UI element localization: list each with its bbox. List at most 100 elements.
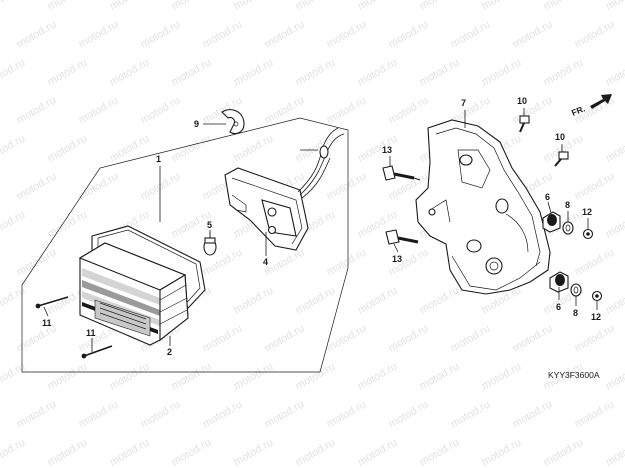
watermark-text: motod.ru <box>449 18 493 50</box>
callouts: 1 2 4 5 9 7 10 10 13 13 6 8 12 6 8 12 11… <box>42 96 601 357</box>
diagram-code: KYY3F3600A <box>548 370 600 380</box>
watermark-text: motod.ru <box>108 132 152 164</box>
watermark-text: motod.ru <box>418 56 462 88</box>
watermark-text: motod.ru <box>418 360 462 392</box>
watermark-text: motod.ru <box>387 94 431 126</box>
callout-4: 4 <box>263 257 268 267</box>
watermark-text: motod.ru <box>46 208 90 240</box>
watermark-text: motod.ru <box>0 56 27 88</box>
watermark-text: motod.ru <box>15 398 59 430</box>
watermark-text: motod.ru <box>480 56 524 88</box>
watermark-text: motod.ru <box>604 56 625 88</box>
watermark-text: motod.ru <box>15 18 59 50</box>
watermark-text: motod.ru <box>46 436 90 468</box>
callout-11-lower: 11 <box>86 328 96 338</box>
watermark-text: motod.ru <box>294 360 338 392</box>
callout-6-upper: 6 <box>545 192 550 202</box>
direction-label: FR. <box>570 103 586 117</box>
watermark-text: motod.ru <box>294 132 338 164</box>
watermark-text: motod.ru <box>325 94 369 126</box>
watermark-text: motod.ru <box>356 0 400 13</box>
watermark-text: motod.ru <box>418 0 462 13</box>
watermark-text: motod.ru <box>77 398 121 430</box>
watermark-text: motod.ru <box>356 132 400 164</box>
screw-11-upper <box>35 296 69 309</box>
watermark-text: motod.ru <box>542 56 586 88</box>
grommet-6-upper <box>542 211 561 233</box>
watermark-text: motod.ru <box>0 208 27 240</box>
watermark-text: motod.ru <box>604 208 625 240</box>
watermark-text: motod.ru <box>294 284 338 316</box>
watermark-text: motod.ru <box>15 94 59 126</box>
callout-10-lower: 10 <box>555 132 565 142</box>
watermark-text: motod.ru <box>232 436 276 468</box>
watermark-text: motod.ru <box>15 322 59 354</box>
watermark-text: motod.ru <box>170 132 214 164</box>
nut-12-lower <box>591 290 603 302</box>
bolt-13-upper <box>382 165 421 181</box>
watermark-text: motod.ru <box>356 436 400 468</box>
watermark-text: motod.ru <box>325 18 369 50</box>
watermark-text: motod.ru <box>15 170 59 202</box>
watermark-text: motod.ru <box>480 436 524 468</box>
watermark-text: motod.ru <box>232 0 276 13</box>
callout-8-upper: 8 <box>565 200 570 210</box>
watermark-text: motod.ru <box>232 56 276 88</box>
bolt-13-lower <box>385 229 419 245</box>
watermark-text: motod.ru <box>77 170 121 202</box>
watermark-text: motod.ru <box>263 18 307 50</box>
watermark-text: motod.ru <box>604 0 625 13</box>
watermark-text: motod.ru <box>294 0 338 13</box>
watermark-text: motod.ru <box>325 170 369 202</box>
socket-housing-4 <box>224 127 345 251</box>
arrow-right-icon <box>590 94 612 109</box>
watermark-text: motod.ru <box>480 0 524 13</box>
watermark-text: motod.ru <box>15 246 59 278</box>
watermark-text: motod.ru <box>108 360 152 392</box>
screw-11-lower <box>81 345 113 359</box>
watermark-text: motod.ru <box>46 0 90 13</box>
collar-8-upper <box>562 221 574 235</box>
watermark-text: motod.ru <box>46 56 90 88</box>
watermark-text: motod.ru <box>387 398 431 430</box>
watermark-text: motod.ru <box>77 94 121 126</box>
watermark-text: motod.ru <box>201 18 245 50</box>
watermark-text: motod.ru <box>0 132 27 164</box>
bolt-10-lower <box>554 151 569 167</box>
watermark-text: motod.ru <box>139 94 183 126</box>
watermark-text: motod.ru <box>356 284 400 316</box>
watermark-text: motod.ru <box>108 436 152 468</box>
watermark-text: motod.ru <box>0 284 27 316</box>
watermark-text: motod.ru <box>449 322 493 354</box>
watermark-text: motod.ru <box>294 56 338 88</box>
watermark-text: motod.ru <box>108 56 152 88</box>
watermark-text: motod.ru <box>0 436 27 468</box>
callout-9: 9 <box>194 119 199 129</box>
watermark-text: motod.ru <box>573 398 617 430</box>
bolt-10-upper <box>519 115 530 133</box>
watermark-text: motod.ru <box>573 170 617 202</box>
watermark-text: motod.ru <box>542 0 586 13</box>
watermark-text: motod.ru <box>232 132 276 164</box>
watermark-text: motod.ru <box>542 436 586 468</box>
taillight-lens-unit <box>78 225 206 346</box>
watermark-text: motod.ru <box>604 436 625 468</box>
watermark-text: motod.ru <box>232 360 276 392</box>
watermark-text: motod.ru <box>356 56 400 88</box>
watermark-text: motod.ru <box>263 322 307 354</box>
watermark-text: motod.ru <box>108 0 152 13</box>
watermark-text: motod.ru <box>0 360 27 392</box>
callout-7: 7 <box>461 98 466 108</box>
callout-1: 1 <box>156 154 161 164</box>
watermark-text: motod.ru <box>139 18 183 50</box>
watermark-text: motod.ru <box>170 56 214 88</box>
watermark-text: motod.ru <box>325 322 369 354</box>
clip-9 <box>221 109 245 135</box>
watermark-text: motod.ru <box>573 322 617 354</box>
watermark-text: motod.ru <box>511 398 555 430</box>
watermark-text: motod.ru <box>263 246 307 278</box>
watermark-text: motod.ru <box>139 170 183 202</box>
watermark-text: motod.ru <box>170 360 214 392</box>
callout-10-upper: 10 <box>517 96 527 106</box>
callout-8-lower: 8 <box>573 308 578 318</box>
